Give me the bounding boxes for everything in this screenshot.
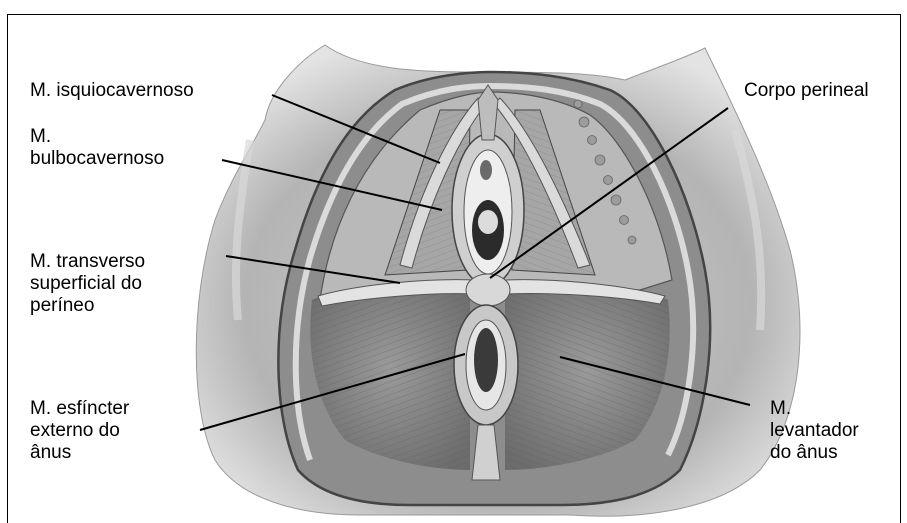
label-transverso-superficial: M. transverso superficial do períneo bbox=[30, 251, 145, 317]
label-esfincter-externo: M. esfíncter externo do ânus bbox=[30, 398, 129, 464]
label-bulbocavernoso: M. bulbocavernoso bbox=[30, 126, 164, 170]
perineal-body bbox=[466, 274, 510, 306]
label-corpo-perineal: Corpo perineal bbox=[744, 80, 869, 102]
label-levantador-anus: M. levantador do ânus bbox=[770, 398, 859, 464]
label-isquiocavernoso: M. isquiocavernoso bbox=[30, 80, 194, 102]
